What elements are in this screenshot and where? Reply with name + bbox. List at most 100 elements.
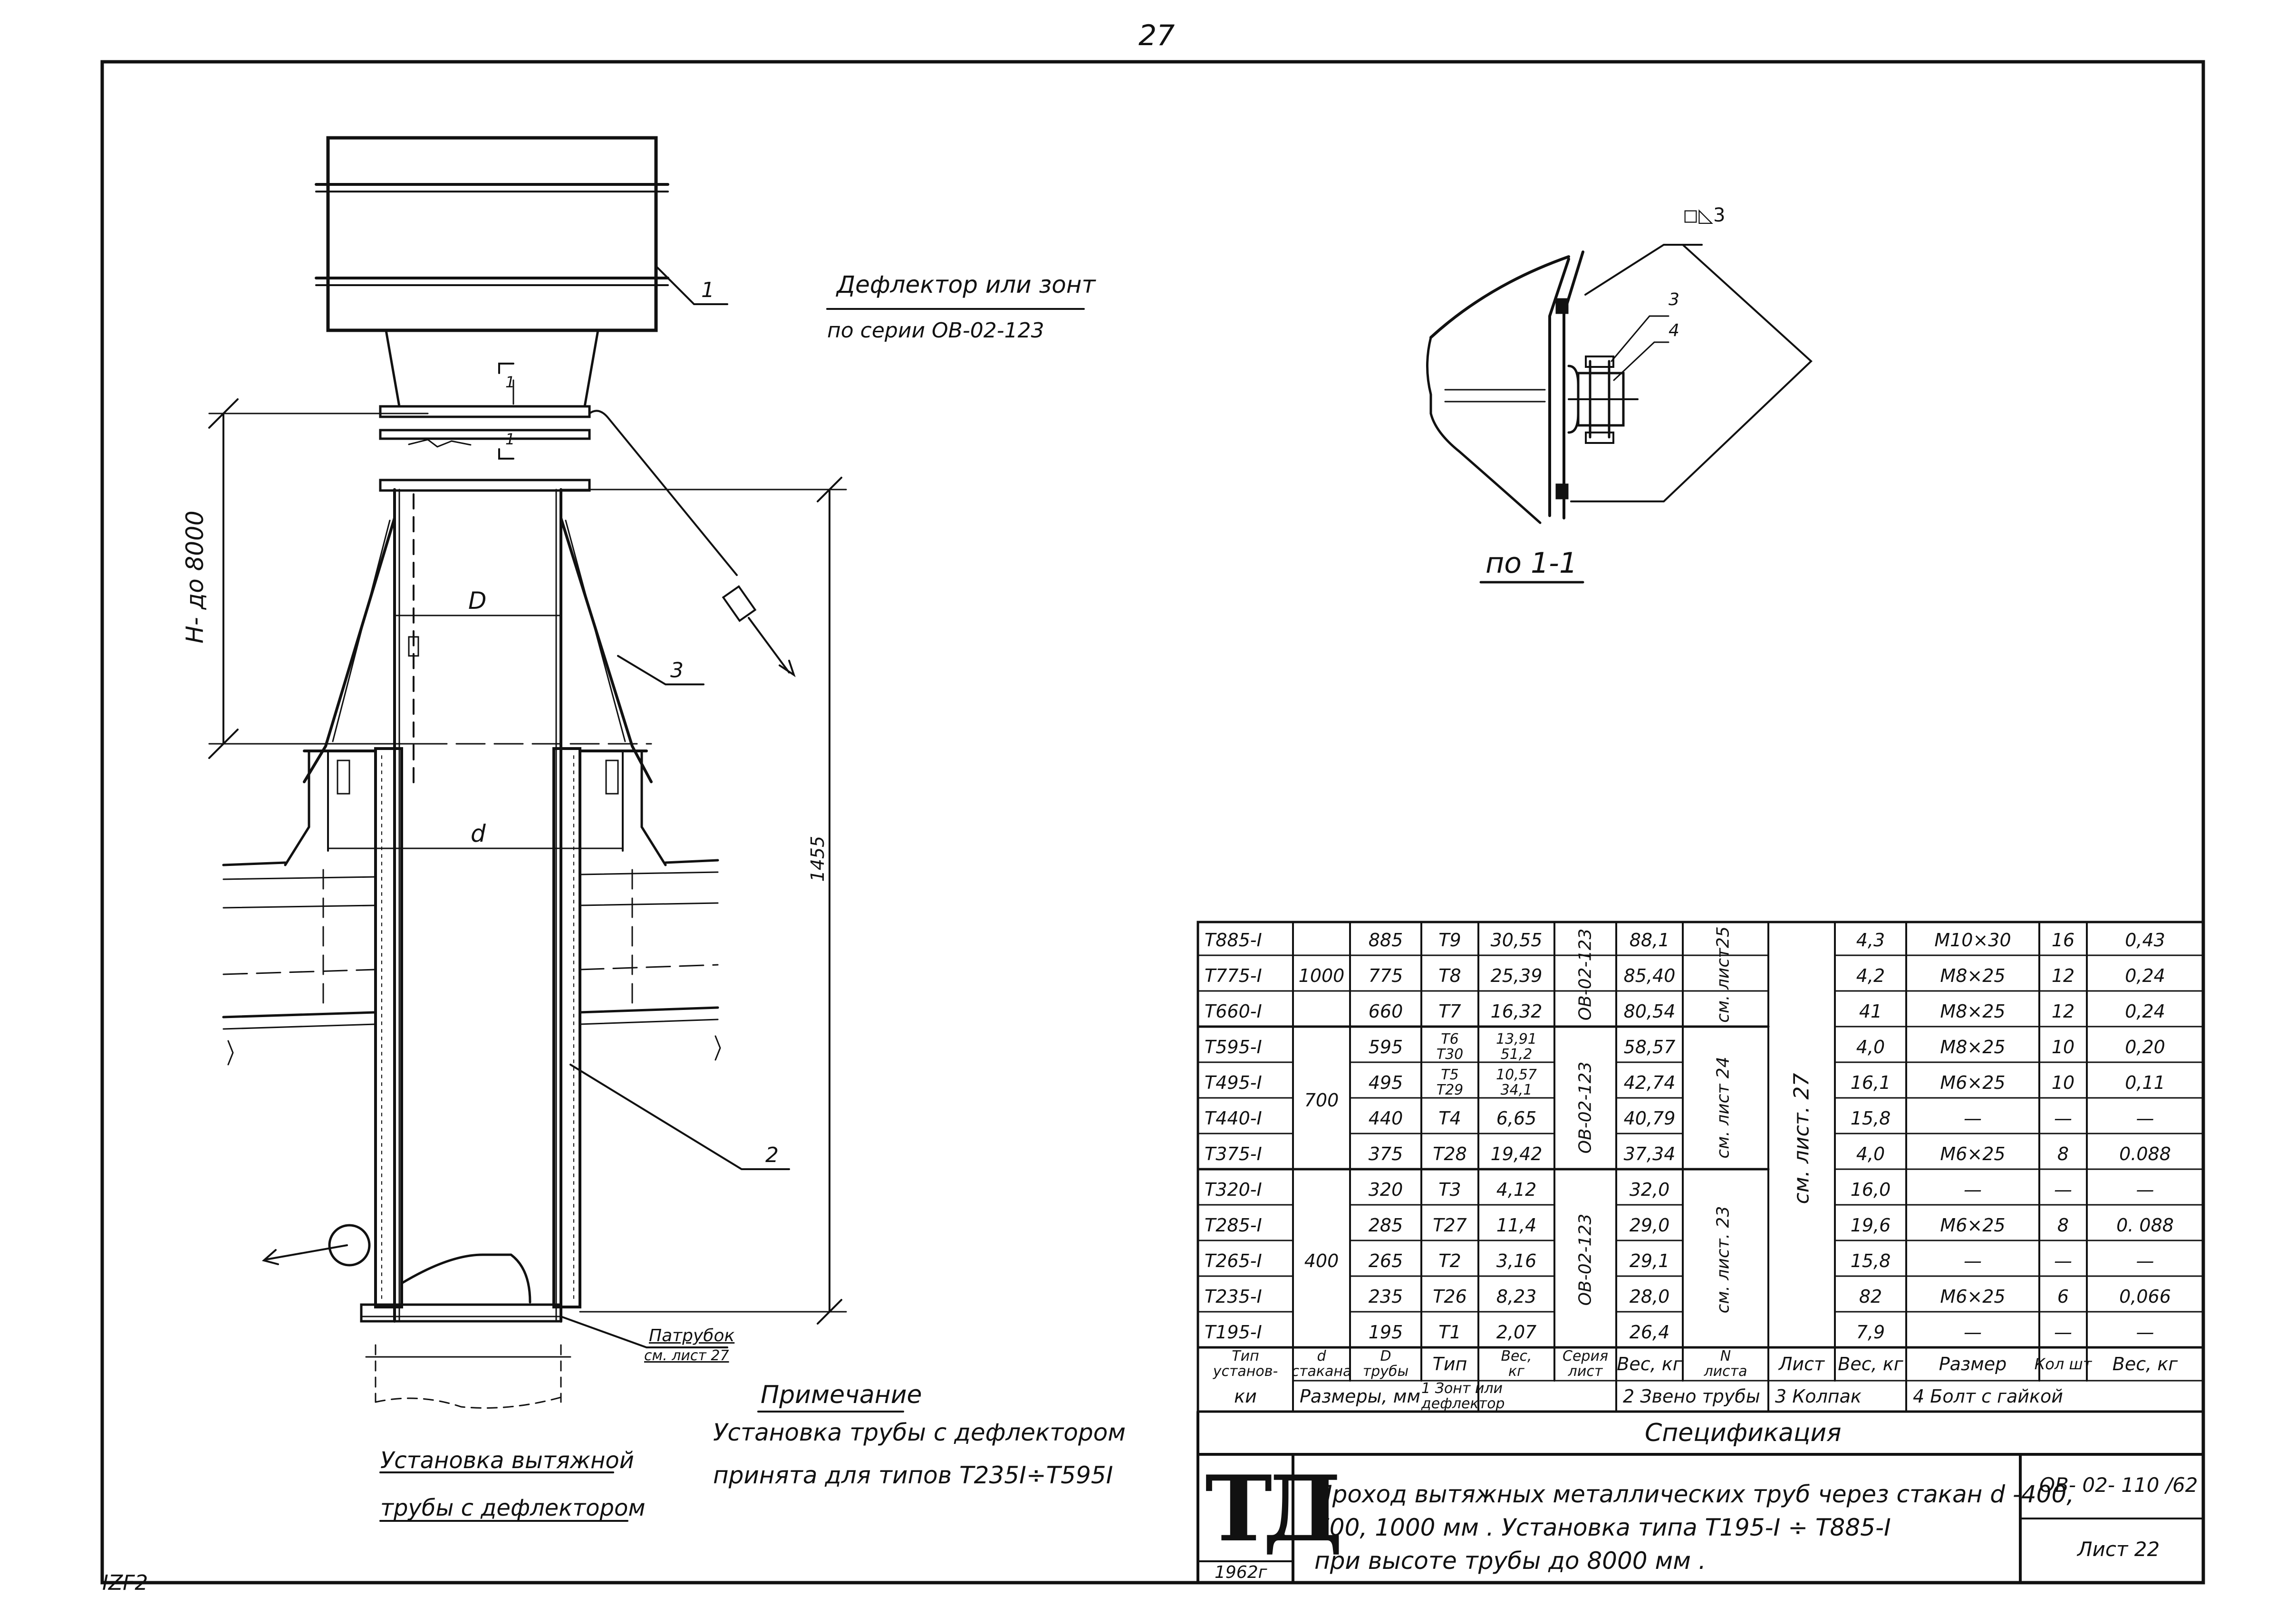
- spec-cell-bw: —: [2136, 1321, 2154, 1343]
- spec-cell-type: Т320-I: [1205, 1179, 1262, 1200]
- spec-cell-type: Т885-I: [1205, 929, 1262, 951]
- spec-cell-D: 235: [1368, 1286, 1403, 1307]
- spec-cell-part: Т29: [1436, 1081, 1464, 1098]
- spec-cell-D: 660: [1368, 1000, 1403, 1022]
- patrubok-ref: см. лист 27: [644, 1347, 729, 1364]
- spec-cell-pw: 58,57: [1623, 1036, 1676, 1057]
- spec-cell-bw: —: [2136, 1107, 2154, 1129]
- spec-cell-kw: 4,0: [1856, 1036, 1885, 1057]
- spec-cell-type: Т775-I: [1205, 965, 1262, 986]
- spec-cell-bs: М8×25: [1940, 965, 2006, 986]
- spec-cell-kw: 19,6: [1850, 1214, 1891, 1236]
- note-line-1: Установка трубы с дефлектором: [713, 1419, 1126, 1446]
- spec-cell-bw: —: [2136, 1179, 2154, 1200]
- spec-cell-bw: 0,20: [2125, 1036, 2165, 1057]
- spec-cell-w: 19,42: [1490, 1143, 1543, 1164]
- dimension-1455: [560, 477, 847, 1325]
- spec-cell-D: 595: [1368, 1036, 1403, 1057]
- spec-cell-bn: 12: [2051, 1000, 2075, 1022]
- callout-1: 1: [701, 278, 714, 302]
- spec-cell-pw: 28,0: [1629, 1286, 1670, 1307]
- spec-cell-bs: М8×25: [1940, 1036, 2006, 1057]
- callout-3: 3: [670, 658, 684, 682]
- spec-cell-bn: 10: [2051, 1072, 2075, 1093]
- sheet-cell-2: см. лист 24: [1713, 1057, 1733, 1159]
- spec-cell-w: 11,4: [1496, 1214, 1537, 1236]
- spec-cell-D: 320: [1368, 1179, 1403, 1200]
- title-block-grid: [1196, 1410, 2204, 1584]
- series-cell-1: ОВ-02-123: [1575, 928, 1595, 1021]
- spec-cell-bs: М6×25: [1940, 1214, 2006, 1236]
- spec-cell-bs: М6×25: [1940, 1072, 2006, 1093]
- spec-cell-pw: 80,54: [1623, 1000, 1676, 1022]
- patrubok-label: Патрубок: [649, 1326, 735, 1346]
- deflector-series: по серии ОВ-02-123: [827, 318, 1044, 343]
- spec-cell-type: Т375-I: [1205, 1143, 1262, 1164]
- spec-cell-bw: 0.088: [2119, 1143, 2171, 1164]
- header-w: Вес,кг: [1501, 1348, 1532, 1380]
- spec-cell-t: Т8: [1438, 965, 1461, 986]
- spec-cell-part: 10,57: [1496, 1066, 1537, 1083]
- detail-title: по 1-1: [1486, 547, 1578, 580]
- section-mark-top: 1: [505, 373, 515, 391]
- header-type-3: ки: [1234, 1385, 1257, 1407]
- spec-cell-w: 4,12: [1496, 1179, 1537, 1200]
- spec-cell-kw: 15,8: [1850, 1250, 1891, 1271]
- spec-cell-pw: 29,0: [1629, 1214, 1670, 1236]
- spec-cell-w: 25,39: [1490, 965, 1543, 986]
- spec-cell-t: Т9: [1438, 929, 1461, 951]
- spec-cell-type: Т195-I: [1205, 1321, 1262, 1343]
- spec-cell-D: 440: [1368, 1107, 1403, 1129]
- spec-cell-pw: 88,1: [1629, 929, 1670, 951]
- spec-cell-type: Т495-I: [1205, 1072, 1262, 1093]
- callout-2: 2: [765, 1143, 779, 1167]
- spec-cell-pw: 42,74: [1623, 1072, 1676, 1093]
- spec-cell-kw: 4,2: [1856, 965, 1885, 986]
- spec-cell-part: Т6: [1441, 1030, 1459, 1048]
- spec-cell-type: Т235-I: [1205, 1286, 1262, 1307]
- spec-cell-pw: 32,0: [1629, 1179, 1670, 1200]
- spec-cell-bw: —: [2136, 1250, 2154, 1271]
- spec-cell-t: Т4: [1438, 1107, 1461, 1129]
- spec-cell-bs: —: [1964, 1250, 1982, 1271]
- spec-cell-D: 885: [1368, 929, 1403, 951]
- spec-cell-kw: 4,0: [1856, 1143, 1885, 1164]
- title-line-1: Проход вытяжных металлических труб через…: [1314, 1480, 2074, 1508]
- group-sizes: Размеры, мм: [1300, 1385, 1421, 1407]
- corner-mark: IZF2: [102, 1571, 148, 1595]
- deflector-drawing: [315, 136, 796, 677]
- spec-cell-kw: 82: [1859, 1286, 1882, 1307]
- spec-cell-bn: —: [2054, 1107, 2072, 1129]
- spec-cell-D: 195: [1368, 1321, 1403, 1343]
- note-line-2: принята для типов Т235I÷Т595I: [713, 1461, 1113, 1489]
- spec-cell-kw: 4,3: [1856, 929, 1885, 951]
- deflector-caption: Дефлектор или зонт: [837, 271, 1096, 298]
- spec-cell-t: Т26: [1433, 1286, 1467, 1307]
- spec-cell-pw: 37,34: [1623, 1143, 1676, 1164]
- spec-cell-w: 8,23: [1496, 1286, 1537, 1307]
- spec-cell-part: 34,1: [1500, 1081, 1533, 1098]
- spec-cell-D: 775: [1368, 965, 1403, 986]
- kolpak-drawing: [303, 517, 653, 783]
- spec-cell-bs: М6×25: [1940, 1143, 2006, 1164]
- spec-cell-bn: 8: [2057, 1214, 2069, 1236]
- spec-cell-part: 51,2: [1500, 1046, 1533, 1063]
- spec-cell-bn: 16: [2051, 929, 2075, 951]
- series-cell-2: ОВ-02-123: [1575, 1061, 1595, 1154]
- page-number: 27: [1138, 19, 1175, 52]
- group-3: 3 Колпак: [1775, 1385, 1862, 1407]
- title-year: 1962г: [1215, 1563, 1267, 1582]
- spec-cell-kw: 7,9: [1856, 1321, 1885, 1343]
- note-title: Примечание: [761, 1381, 922, 1409]
- spec-cell-type: Т595-I: [1205, 1036, 1262, 1057]
- spec-cell-part: Т30: [1436, 1046, 1464, 1063]
- series-cell-3: ОВ-02-123: [1575, 1213, 1595, 1306]
- install-caption-2: трубы с дефлектором: [380, 1495, 646, 1521]
- title-code: ОВ- 02- 110 /62: [2039, 1473, 2198, 1497]
- spec-cell-bn: 8: [2057, 1143, 2069, 1164]
- header-bn: Кол шт: [2034, 1355, 2092, 1373]
